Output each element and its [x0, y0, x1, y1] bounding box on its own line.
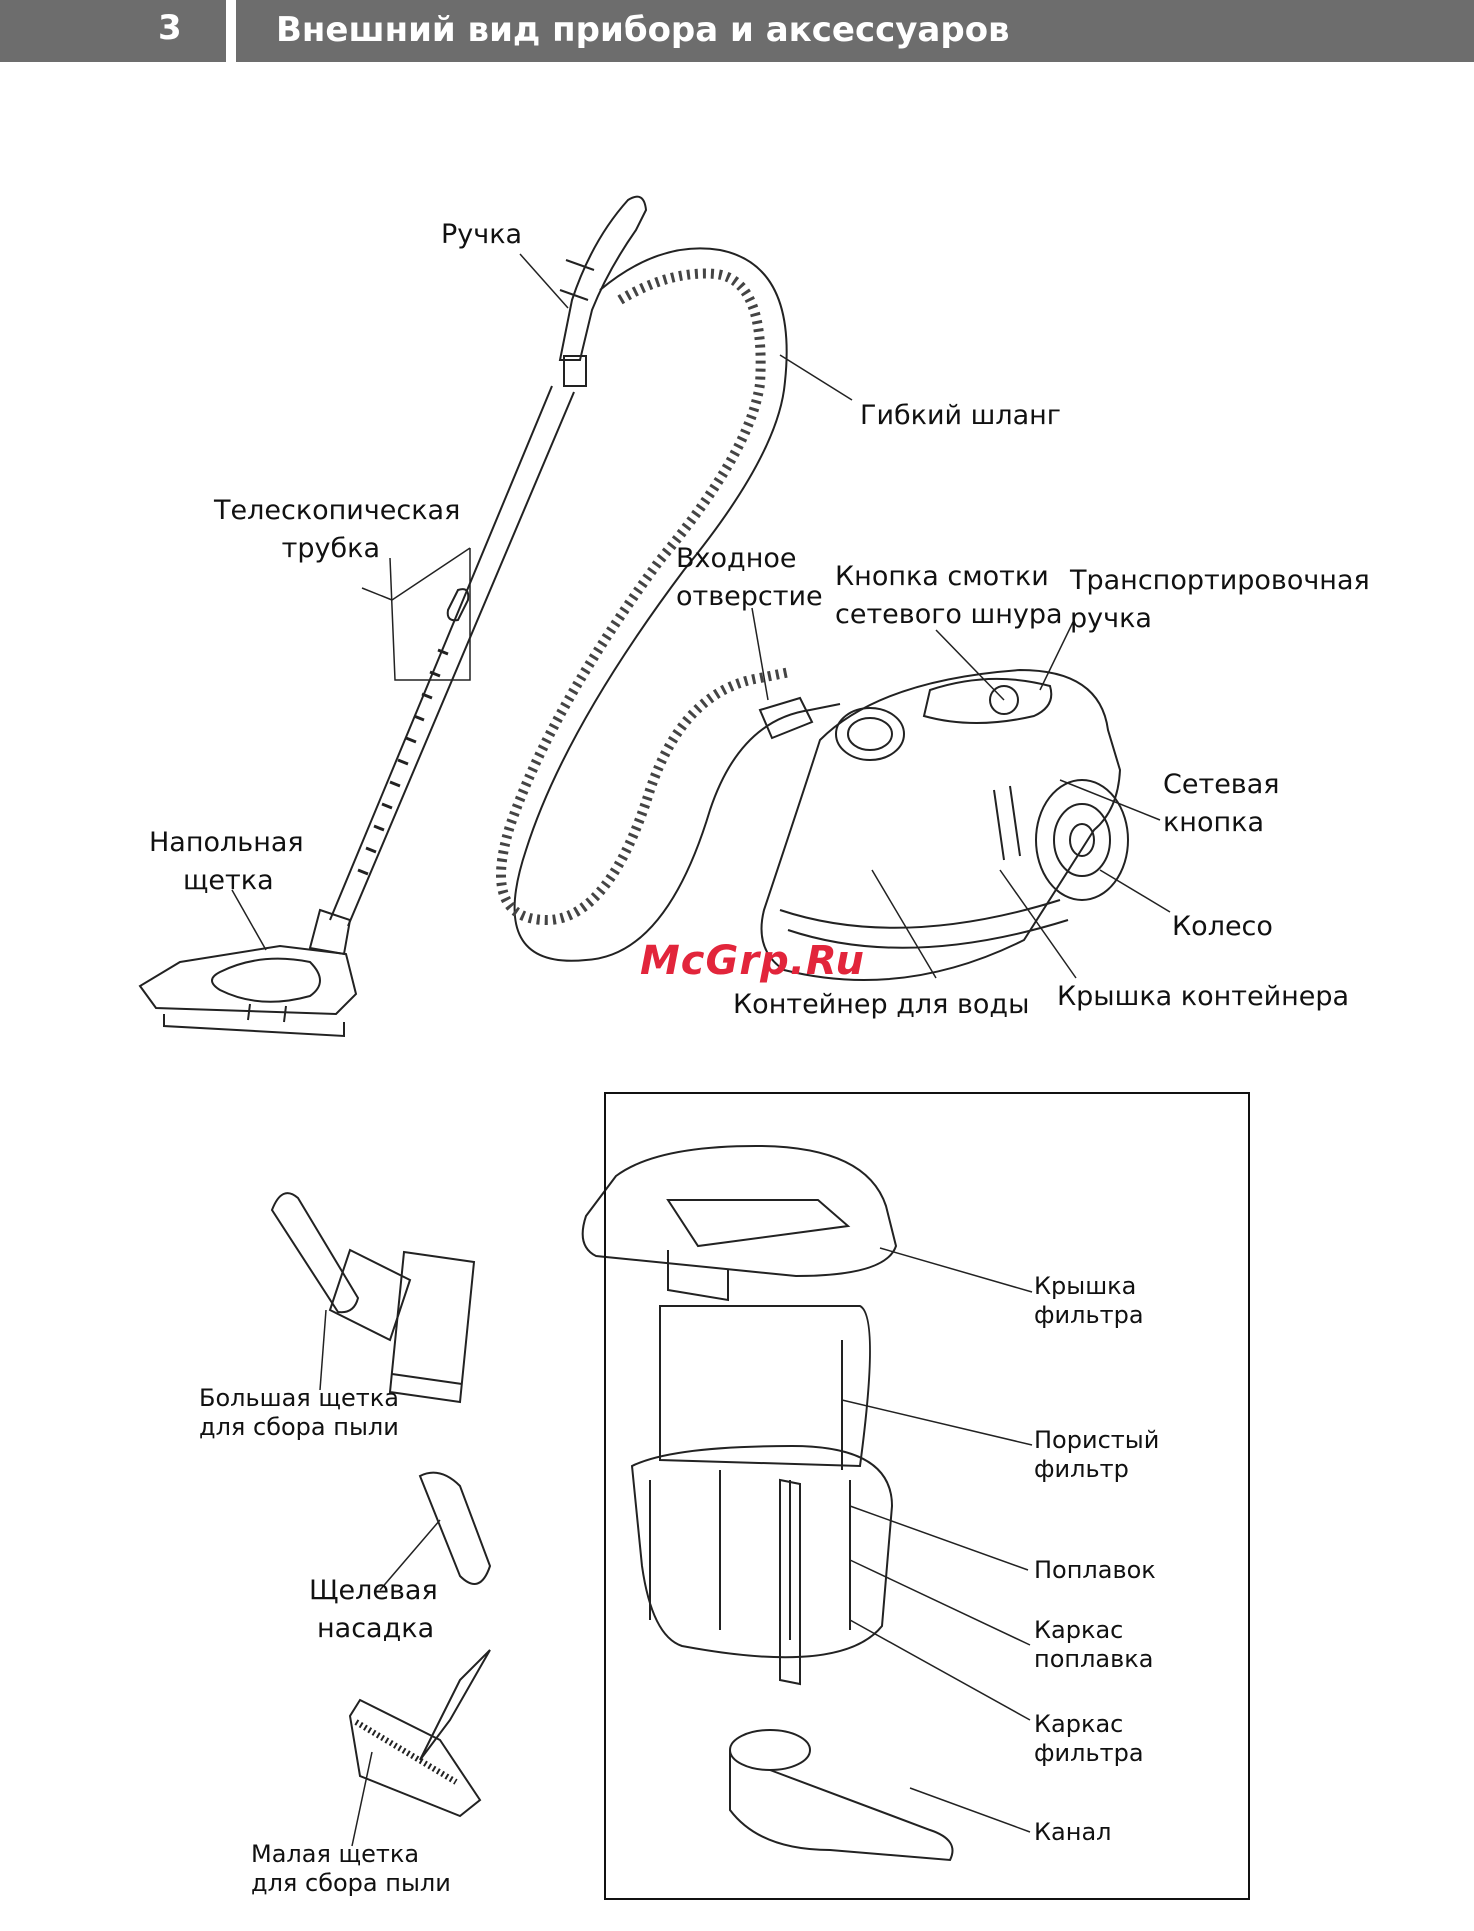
page-title-bar: Внешний вид прибора и аксессуаров	[236, 0, 1474, 62]
label-big-brush: Большая щетка для сбора пыли	[199, 1384, 399, 1441]
label-filter-lid: Крышка фильтра	[1034, 1272, 1144, 1329]
label-carry-handle: Транспортировочная ручка	[1070, 565, 1370, 634]
label-water-tank: Контейнер для воды	[733, 989, 1030, 1020]
label-channel: Канал	[1034, 1818, 1112, 1846]
filter-leader-lines	[841, 1247, 1033, 1833]
label-filter-frame: Каркас фильтра	[1034, 1710, 1144, 1767]
canister-drawing	[760, 668, 1129, 981]
label-floor-brush: Напольная щетка	[149, 827, 304, 896]
label-inlet: Входное отверстие	[676, 543, 823, 612]
label-telescopic-tube: Телескопическая трубка	[214, 495, 461, 564]
label-crevice-nozzle: Щелевая насадка	[309, 1575, 438, 1644]
page-number: 3	[158, 8, 182, 48]
filter-detail-frame	[604, 1092, 1250, 1900]
label-float-frame: Каркас поплавка	[1034, 1616, 1154, 1673]
label-tank-lid: Крышка контейнера	[1057, 981, 1350, 1012]
floor-brush-drawing	[138, 908, 358, 1038]
label-handle: Ручка	[441, 219, 523, 250]
label-wheel: Колесо	[1172, 911, 1273, 942]
big-brush-drawing	[270, 1192, 476, 1404]
leader-lines	[231, 253, 1171, 979]
telescopic-tube-drawing	[329, 385, 575, 927]
watermark: McGrp.Ru	[640, 938, 865, 984]
crevice-nozzle-drawing	[379, 1471, 492, 1591]
page-number-bar: 3	[0, 0, 226, 62]
small-brush-drawing	[348, 1649, 491, 1847]
hose-drawing	[496, 247, 841, 962]
filter-exploded-drawing	[581, 1144, 954, 1862]
label-float: Поплавок	[1034, 1556, 1156, 1584]
label-cord-button: Кнопка смотки сетевого шнура	[835, 561, 1063, 630]
label-hose: Гибкий шланг	[860, 400, 1061, 431]
label-power-button: Сетевая кнопка	[1163, 769, 1280, 838]
label-small-brush: Малая щетка для сбора пыли	[251, 1840, 451, 1897]
label-porous-filter: Пористый фильтр	[1034, 1426, 1160, 1483]
handle-drawing	[558, 195, 648, 387]
page-title: Внешний вид прибора и аксессуаров	[276, 10, 1010, 50]
